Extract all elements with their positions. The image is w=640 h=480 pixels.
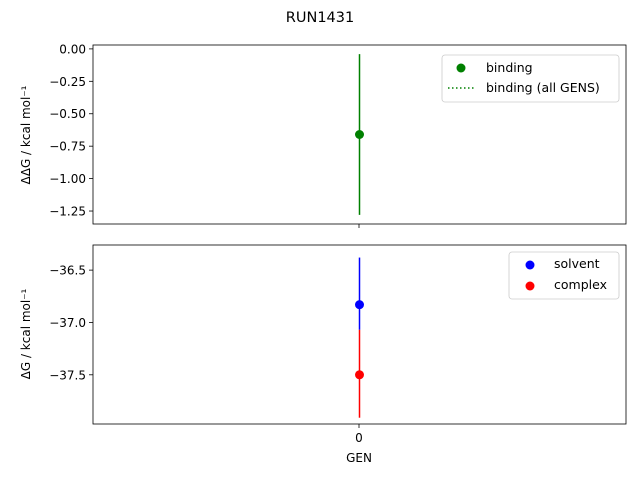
bottom-y-axis-label: ΔG / kcal mol⁻¹ (19, 288, 33, 379)
top-legend: binding binding (all GENS) (441, 54, 620, 103)
top-y-tick-label: −1.00 (49, 172, 86, 186)
bottom-plot-area (355, 257, 364, 418)
bottom-y-ticks: −36.5 −37.0 −37.5 (49, 264, 93, 382)
top-y-tick-label: −1.25 (49, 205, 86, 219)
legend-marker-binding (456, 63, 466, 73)
bottom-y-tick-label: −36.5 (49, 264, 86, 278)
top-y-tick-label: −0.75 (49, 140, 86, 154)
top-axes-frame (92, 44, 627, 225)
bottom-legend: solvent complex (508, 251, 620, 300)
bottom-axes-frame (92, 244, 627, 425)
x-tick-label-0: 0 (355, 431, 363, 445)
top-y-tick-label: 0.00 (59, 42, 86, 56)
top-y-tick-label: −0.25 (49, 75, 86, 89)
legend-label-binding-all-gens: binding (all GENS) (486, 80, 600, 95)
top-y-tick-label: −0.50 (49, 107, 86, 121)
legend-label-complex: complex (554, 277, 607, 292)
top-y-axis-label: ΔΔG / kcal mol⁻¹ (19, 85, 33, 184)
legend-marker-solvent (525, 260, 535, 270)
legend-label-solvent: solvent (554, 256, 600, 271)
bottom-panel: −36.5 −37.0 −37.5 ΔG / kcal mol⁻¹ 0 GEN so… (19, 224, 627, 465)
top-legend-box (441, 54, 620, 103)
legend-marker-complex (525, 281, 535, 291)
bottom-legend-box (508, 251, 620, 300)
top-plot-area (355, 54, 364, 215)
data-point-solvent (355, 300, 364, 310)
bottom-y-tick-label: −37.0 (49, 316, 86, 330)
bottom-y-tick-label: −37.5 (49, 368, 86, 382)
data-point-complex (355, 370, 364, 380)
x-axis-label: GEN (346, 451, 372, 465)
top-panel: 0.00 −0.25 −0.50 −0.75 −1.00 −1.25 ΔΔG / kcal… (19, 42, 627, 225)
legend-label-binding: binding (486, 60, 533, 75)
figure-title: RUN1431 (286, 10, 354, 26)
top-y-ticks: 0.00 −0.25 −0.50 −0.75 −1.00 −1.25 (49, 42, 93, 219)
data-point-binding (355, 130, 364, 139)
